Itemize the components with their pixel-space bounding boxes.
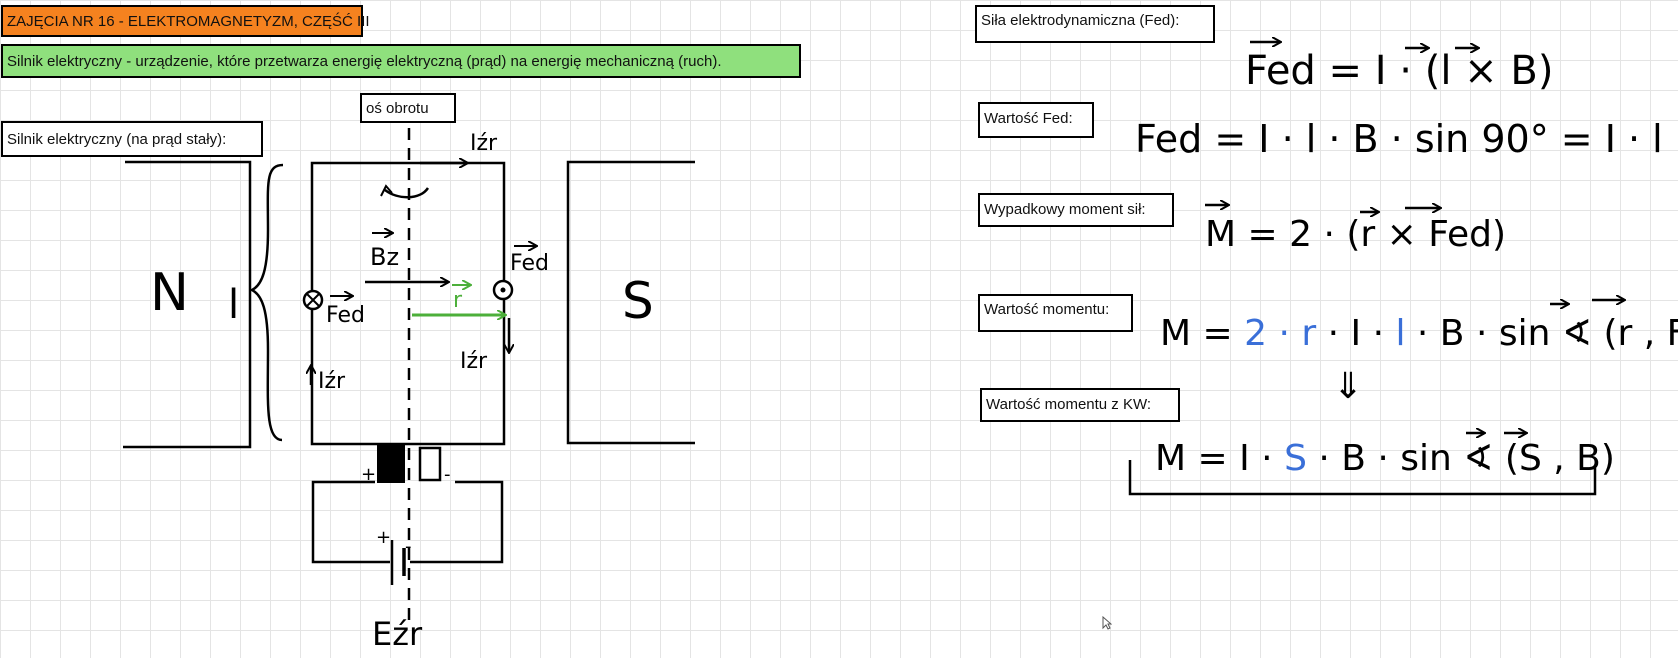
definition-box[interactable]: Silnik elektryczny - urządzenie, które p…: [1, 44, 801, 78]
equation-moment-vector: M = 2 · (r × Fed): [1205, 214, 1506, 255]
r-vector-label: r: [453, 288, 463, 313]
brush-minus-sign: -: [444, 464, 451, 485]
fed-title-box[interactable]: Siła elektrodynamiczna (Fed):: [975, 5, 1215, 43]
fed-title: Siła elektrodynamiczna (Fed):: [981, 12, 1180, 29]
magnet-s-outline: [566, 160, 695, 445]
current-out-of-page-dot: [500, 287, 506, 293]
equation-fed-value: Fed = I · l · B · sin 90° = I · l · B: [1135, 117, 1678, 161]
current-into-page-cross: [306, 293, 320, 307]
axis-label-box[interactable]: oś obrotu: [360, 93, 456, 123]
b-field-label: Bz: [370, 243, 399, 271]
left-brace: [249, 163, 284, 442]
dc-motor-label: Silnik elektryczny (na prąd stały):: [7, 131, 227, 148]
moment-value-box[interactable]: Wartość momentu:: [978, 294, 1133, 332]
current-label-top: Iźr: [470, 131, 498, 156]
battery-plus-sign: +: [376, 527, 391, 548]
axis-label: oś obrotu: [366, 100, 429, 117]
fed-value-label: Wartość Fed:: [984, 110, 1073, 127]
moment-value-label: Wartość momentu:: [984, 301, 1110, 318]
implies-arrow: ⇓: [1333, 366, 1363, 407]
magnet-s-letter: S: [622, 272, 654, 330]
moment-kw-box[interactable]: Wartość momentu z KW:: [980, 388, 1180, 422]
equation-moment-value: M = 2 · r · I · l · B · sin ∢ (r , Fed): [1160, 313, 1678, 354]
moment-box[interactable]: Wypadkowy moment sił:: [978, 193, 1174, 227]
definition-text: Silnik elektryczny - urządzenie, które p…: [7, 53, 722, 70]
equation-moment-kw: M = I · S · B · sin ∢ (S , B): [1155, 438, 1615, 479]
lesson-title-box[interactable]: ZAJĘCIA NR 16 - ELEKTROMAGNETYZM, CZĘŚĆ …: [1, 5, 370, 37]
emf-label: Eźr: [372, 615, 423, 653]
fed-label-left: Fed: [326, 303, 365, 328]
brush-negative: [418, 446, 442, 482]
lesson-title: ZAJĘCIA NR 16 - ELEKTROMAGNETYZM, CZĘŚĆ …: [7, 13, 370, 30]
moment-label: Wypadkowy moment sił:: [984, 201, 1146, 218]
dc-motor-label-box[interactable]: Silnik elektryczny (na prąd stały):: [1, 121, 263, 157]
result-bracket: [1128, 460, 1597, 496]
magnet-n-outline: [123, 160, 252, 449]
brush-positive: [377, 445, 405, 483]
rotation-arrow-head: [380, 184, 393, 197]
fed-value-box[interactable]: Wartość Fed:: [978, 102, 1094, 138]
rotation-arrow: [384, 187, 430, 199]
moment-kw-label: Wartość momentu z KW:: [986, 396, 1152, 413]
brush-plus-sign: +: [361, 464, 376, 485]
mouse-cursor-icon: [1102, 616, 1112, 630]
equation-fed-vector: Fed = I · (l × B): [1245, 48, 1553, 94]
battery-minus-sign: -: [405, 536, 412, 557]
current-label-right: Iźr: [460, 349, 488, 374]
side-length-l: l: [228, 282, 239, 328]
fed-label-right: Fed: [510, 251, 549, 276]
battery-circuit: [311, 480, 504, 564]
current-label-left: Iźr: [318, 369, 346, 394]
magnet-n-letter: N: [150, 263, 189, 323]
